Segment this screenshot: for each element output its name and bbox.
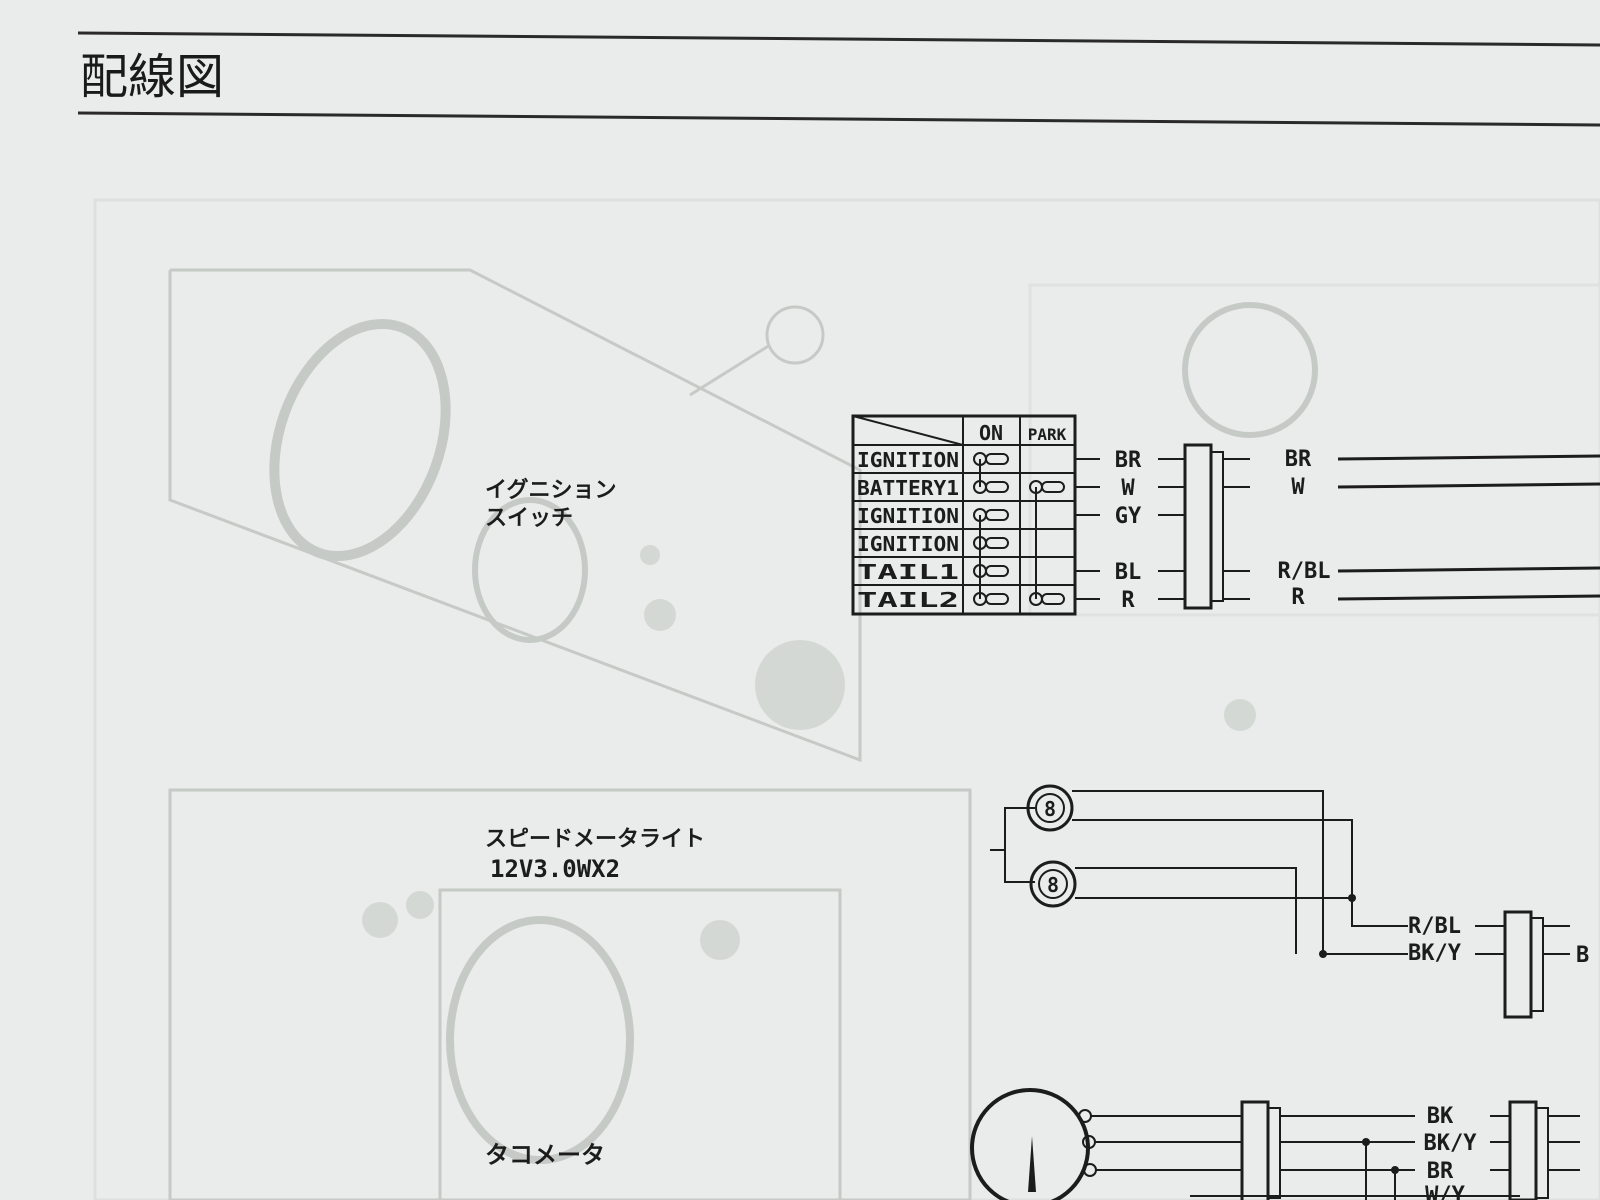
ignition-switch-section: イグニション スイッチ ON PARK IGNITION BATTERY1 IG… [485,414,1600,616]
tachometer-output-connector [1508,1100,1538,1200]
header-bottom-rule [77,111,1600,127]
wire-code: W/Y [1425,1183,1465,1200]
wire-code: BL [1115,560,1142,585]
switch-left-wires [1075,458,1185,600]
speedometer-light-wires [1072,790,1408,958]
switch-col-park: PARK [1028,425,1067,444]
speedometer-light-label: スピードメータライト [485,827,705,852]
wire-code: BK [1427,1104,1454,1129]
ignition-switch-label-line1: イグニション [485,477,617,503]
bulb-glyph: 8 [1044,797,1056,821]
bulb-icon [1029,860,1077,908]
switch-row-label: BATTERY1 [857,476,959,500]
tachometer-connector [1240,1100,1270,1200]
on-column-contacts [973,452,1009,606]
speedometer-connector [1503,910,1533,1019]
wire-code: BR [1115,448,1142,473]
wire-code: GY [1115,504,1142,529]
bulb-icon [1026,784,1074,832]
speedometer-light-section: スピードメータライト 12V3.0WX2 8 8 R/BL BK/Y B [485,784,1589,1019]
tachometer-wires [1091,1115,1520,1197]
wire-code: BR [1427,1159,1454,1184]
wire-code: W [1121,476,1135,501]
switch-connector [1183,443,1250,610]
tachometer-section: タコメータ BK BK/Y BR W/Y [485,1088,1580,1200]
switch-row-label: TAIL1 [857,560,959,584]
bulb-glyph: 8 [1047,873,1059,897]
header-top-rule [77,31,1600,47]
speedometer-light-spec: 12V3.0WX2 [490,855,620,883]
switch-row-label: IGNITION [857,448,959,472]
wire-code-cut: B [1576,943,1589,968]
page-title: 配線図 [80,49,224,105]
tachometer-label: タコメータ [485,1141,605,1169]
wire-code: BK/Y [1408,941,1462,966]
wire-code: BK/Y [1424,1131,1478,1156]
wire-code: BR [1285,447,1312,472]
faint-parts-illustration [93,198,1600,1200]
wire-code: R/BL [1278,559,1331,584]
ignition-switch-label-line2: スイッチ [485,506,573,531]
wire-code: R [1291,585,1305,610]
park-column-contacts [1029,480,1065,606]
wire-code: R/BL [1408,914,1461,939]
switch-output-wires [1337,454,1600,601]
switch-row-label: TAIL2 [857,588,959,612]
wire-code: R [1121,588,1135,613]
wire-code: W [1291,475,1305,500]
switch-row-label: IGNITION [857,532,959,556]
switch-col-on: ON [979,421,1003,445]
switch-row-label: IGNITION [857,504,959,528]
